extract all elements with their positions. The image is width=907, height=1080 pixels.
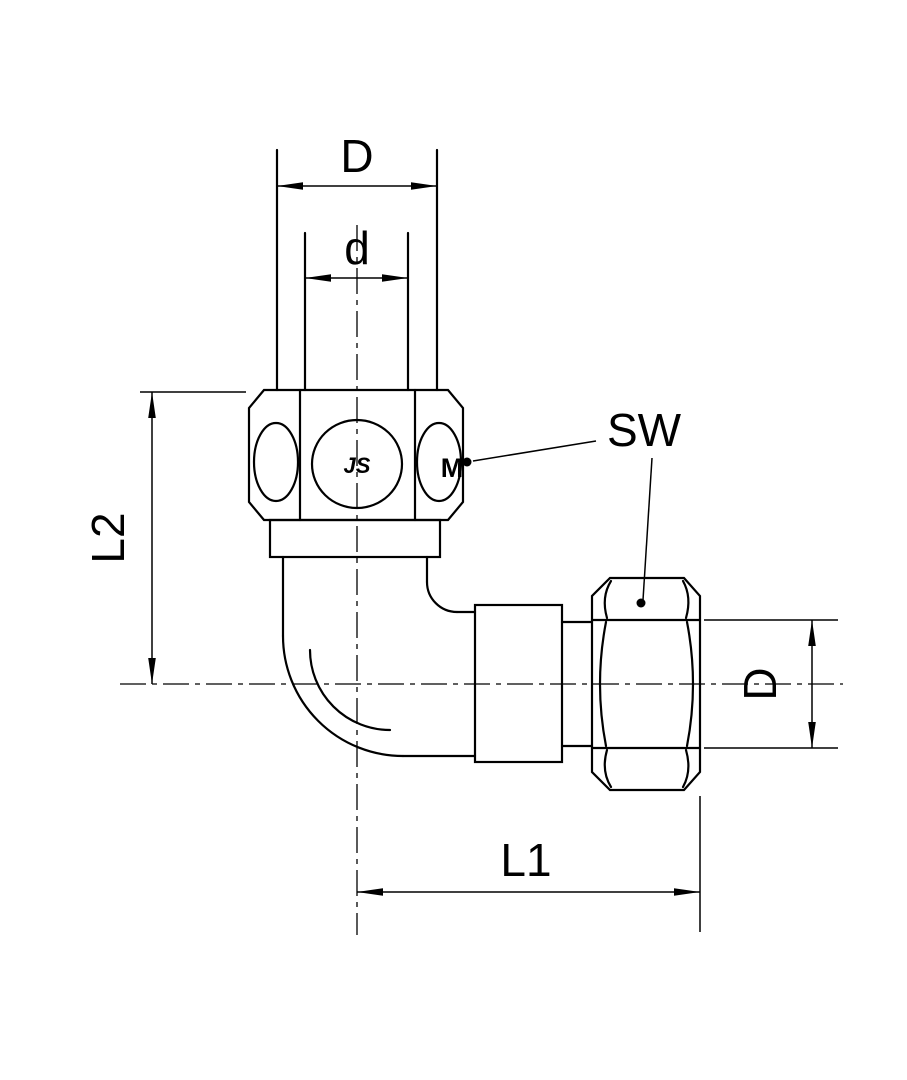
dimension-labels: D d L2 SW D L1 xyxy=(82,130,786,886)
collar xyxy=(268,518,442,559)
dimensions xyxy=(140,182,838,932)
label-wrench-size: SW xyxy=(607,404,682,456)
fitting-body xyxy=(247,148,702,792)
label-bottom-length: L1 xyxy=(500,834,551,886)
label-right-diameter: D xyxy=(734,667,786,700)
neck xyxy=(560,620,594,748)
elbow-body xyxy=(281,555,477,758)
nut-face-arc-left xyxy=(252,421,300,503)
dimension-bottom-length xyxy=(357,796,701,932)
flange-section xyxy=(473,603,564,764)
thread-mark-stamp: M xyxy=(441,453,464,483)
inner-bore-arc xyxy=(308,648,392,732)
nut-face-arc-right xyxy=(415,421,463,503)
wrench-size-dot xyxy=(636,598,646,608)
brand-logo-stamp: JS xyxy=(344,453,371,478)
nut-face-arc-center xyxy=(310,418,404,510)
dimension-left-length xyxy=(140,391,246,684)
centerlines xyxy=(120,225,843,935)
top-union-nut xyxy=(247,388,465,522)
wrench-size-leaders xyxy=(472,440,653,608)
label-top-outer-diameter: D xyxy=(340,130,373,182)
label-left-length: L2 xyxy=(82,512,134,563)
thread-mark-dot xyxy=(462,457,472,467)
label-top-inner-diameter: d xyxy=(344,222,370,274)
right-compression-nut xyxy=(590,576,702,792)
nut-stamps: JS M xyxy=(344,453,472,483)
top-tube xyxy=(275,148,439,392)
dimension-right-diameter xyxy=(704,619,838,749)
